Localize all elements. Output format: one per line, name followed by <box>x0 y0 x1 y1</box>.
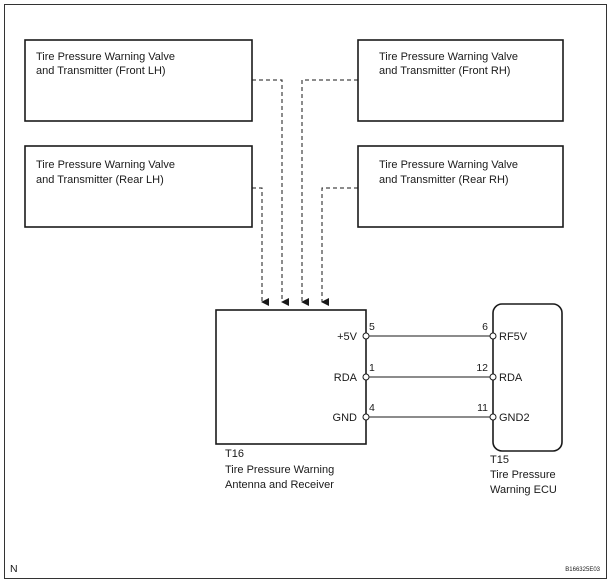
ecu-code: T15 <box>490 454 509 466</box>
signal-line-front-lh <box>252 79 289 306</box>
ecu-t15: T15 Tire Pressure Warning ECU RF5V RDA G… <box>476 303 563 496</box>
terminal-ecu-12 <box>489 373 497 381</box>
receiver-pin-label-rda: RDA <box>334 372 358 384</box>
receiver-name-line1: Tire Pressure Warning <box>225 464 334 476</box>
transmitter-front-rh-line2: and Transmitter (Front RH) <box>379 65 510 77</box>
figure-id: B166325E03 <box>565 567 600 573</box>
transmitter-front-lh: Tire Pressure Warning Valve and Transmit… <box>24 39 253 122</box>
receiver-pin-label-gnd: GND <box>333 412 358 424</box>
terminal-receiver-4 <box>362 413 370 421</box>
ecu-pin-number-12: 12 <box>476 362 488 374</box>
ecu-pin-number-11: 11 <box>477 402 488 414</box>
ecu-pin-number-6: 6 <box>482 321 488 333</box>
receiver-pin-number-1: 1 <box>369 362 375 374</box>
diagram-frame <box>4 4 607 579</box>
terminal-receiver-5 <box>362 332 370 340</box>
ecu-name-line2: Warning ECU <box>490 484 557 496</box>
corner-mark: N <box>10 563 18 575</box>
receiver-pin-number-4: 4 <box>369 402 375 414</box>
transmitter-rear-lh-line2: and Transmitter (Rear LH) <box>36 174 164 186</box>
receiver-pin-label-5v: +5V <box>337 331 358 343</box>
transmitter-front-rh-line1: Tire Pressure Warning Valve <box>379 51 518 63</box>
ecu-pin-label-rf5v: RF5V <box>499 331 528 343</box>
transmitter-rear-rh-box <box>357 145 564 228</box>
receiver-t16: T16 Tire Pressure Warning Antenna and Re… <box>215 309 375 491</box>
terminals <box>362 332 497 421</box>
transmitter-front-lh-line2: and Transmitter (Front LH) <box>36 65 166 77</box>
terminal-receiver-1 <box>362 373 370 381</box>
wires <box>369 335 490 418</box>
receiver-code: T16 <box>225 448 244 460</box>
signal-line-front-rh <box>301 79 358 306</box>
ecu-pin-label-rda: RDA <box>499 372 523 384</box>
radio-signal-lines <box>252 79 358 306</box>
terminal-ecu-6 <box>489 332 497 340</box>
transmitter-rear-lh-line1: Tire Pressure Warning Valve <box>36 159 175 171</box>
ecu-pin-label-gnd2: GND2 <box>499 412 530 424</box>
ecu-name-line1: Tire Pressure <box>490 469 556 481</box>
signal-line-rear-rh <box>321 187 358 306</box>
terminal-ecu-11 <box>489 413 497 421</box>
receiver-name-line2: Antenna and Receiver <box>225 479 334 491</box>
receiver-pin-number-5: 5 <box>369 321 375 333</box>
transmitter-rear-lh-box <box>24 145 253 228</box>
transmitter-rear-lh: Tire Pressure Warning Valve and Transmit… <box>24 145 253 228</box>
signal-line-rear-lh <box>252 187 269 306</box>
transmitter-rear-rh-line2: and Transmitter (Rear RH) <box>379 174 509 186</box>
transmitter-front-lh-line1: Tire Pressure Warning Valve <box>36 51 175 63</box>
transmitter-rear-rh: Tire Pressure Warning Valve and Transmit… <box>357 145 564 228</box>
transmitter-rear-rh-line1: Tire Pressure Warning Valve <box>379 159 518 171</box>
transmitter-front-rh: Tire Pressure Warning Valve and Transmit… <box>357 39 564 122</box>
